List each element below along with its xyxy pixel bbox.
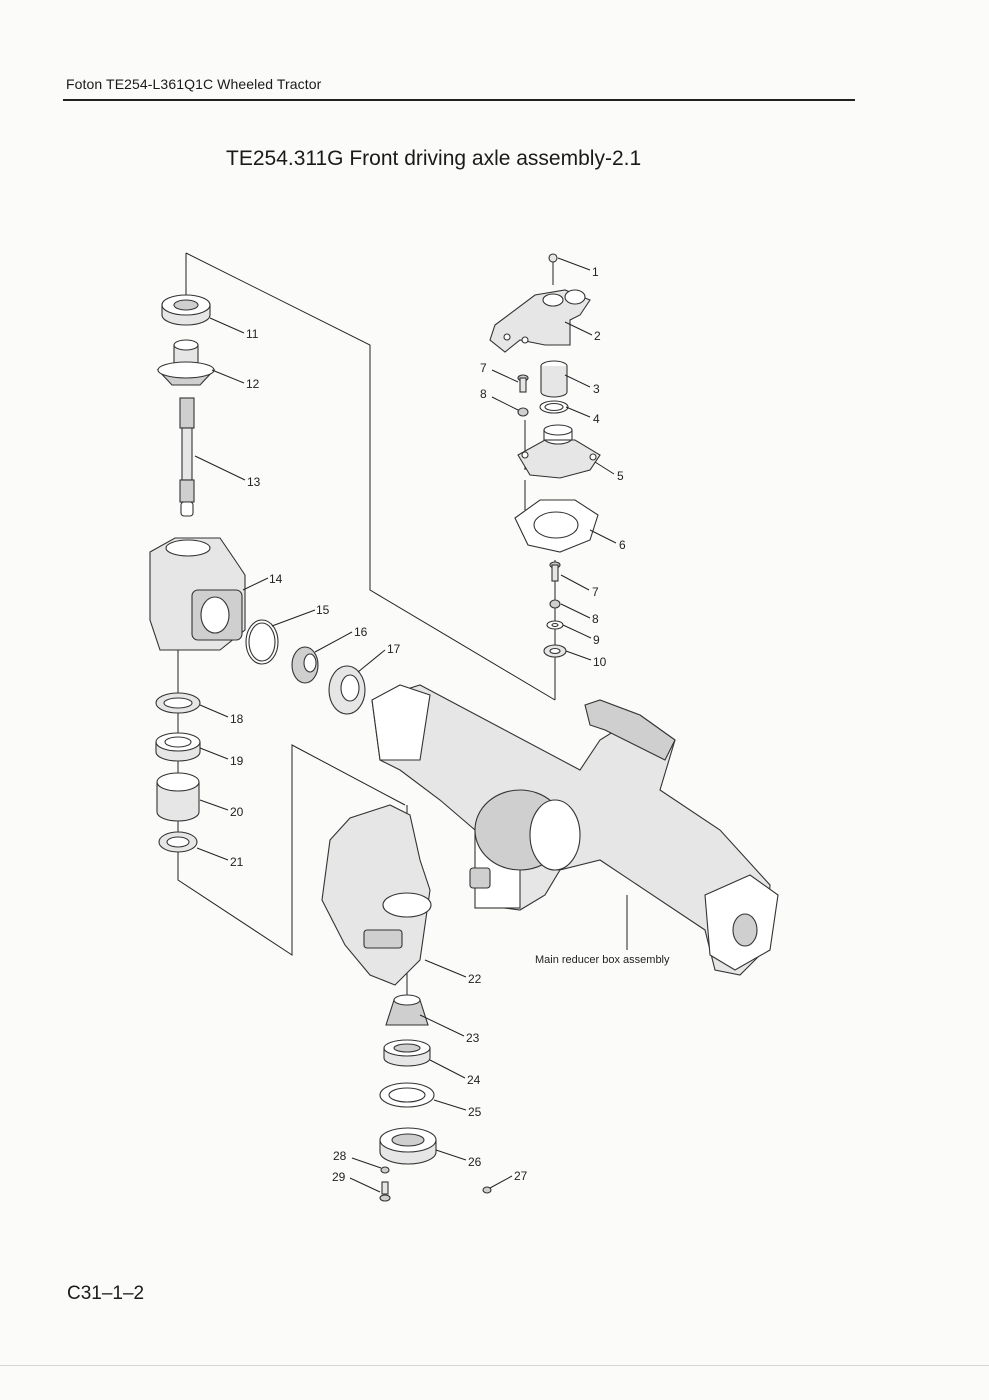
part-15-o-ring [245,619,279,665]
header-rule [63,99,855,101]
part-20-sleeve [156,772,200,822]
part-26-cover [379,1127,437,1165]
part-4-seal-ring [539,400,569,414]
part-25-gasket [379,1082,435,1108]
callout-14: 14 [269,572,283,586]
callout-24: 24 [467,1073,481,1087]
part-5-kingpin-cap [517,424,601,479]
main-reducer-label: Main reducer box assembly [535,954,670,966]
part-6-gasket [514,499,599,553]
callout-25: 25 [468,1105,482,1119]
bottom-rule [0,1365,989,1366]
part-18-seal [155,692,201,714]
callout-8-lower: 8 [592,612,599,626]
callout-15: 15 [316,603,330,617]
leader-lines [194,257,617,1193]
part-19-bearing [155,732,201,762]
part-1-bolt [548,253,558,285]
part-12-bevel-gear [156,339,216,386]
callout-26: 26 [468,1155,482,1169]
callout-13: 13 [247,475,261,489]
callout-1: 1 [592,265,599,279]
callout-12: 12 [246,377,260,391]
part-8-washer-upper [517,407,529,417]
part-3-bushing [540,360,568,398]
axle-housing [371,684,779,976]
diagram-title: TE254.311G Front driving axle assembly-2… [226,147,642,170]
callout-20: 20 [230,805,244,819]
part-2-steering-arm [489,289,591,353]
callout-17: 17 [387,642,401,656]
callout-7-upper: 7 [480,361,487,375]
part-9-washer [546,620,564,630]
part-27-screw [482,1186,492,1194]
part-11-bearing [161,294,211,326]
callout-18: 18 [230,712,244,726]
callout-7-lower: 7 [592,585,599,599]
part-17-bearing [328,665,366,715]
callout-5: 5 [617,469,624,483]
part-7-bolt-upper [517,374,529,393]
callout-22: 22 [468,972,482,986]
part-16-gear [291,646,319,684]
callout-2: 2 [594,329,601,343]
callout-29: 29 [332,1170,346,1184]
part-29-bolt [379,1181,391,1202]
part-13-shaft [179,397,195,517]
part-24-bearing [383,1039,431,1067]
callout-10: 10 [593,655,607,669]
document-header: Foton TE254-L361Q1C Wheeled Tractor [66,76,322,92]
callout-4: 4 [593,412,600,426]
callout-6: 6 [619,538,626,552]
part-23-bevel-gear [385,994,429,1026]
part-10-seal [543,644,567,658]
callout-3: 3 [593,382,600,396]
part-21-seal [158,831,198,853]
callout-numbers: 1 2 3 4 5 6 7 8 9 10 7 8 11 12 13 14 15 … [230,265,670,1184]
callout-19: 19 [230,754,244,768]
callout-28: 28 [333,1149,347,1163]
part-22-wheel-hub-housing [321,804,432,986]
callout-16: 16 [354,625,368,639]
callout-21: 21 [230,855,244,869]
callout-27: 27 [514,1169,528,1183]
part-8-nut [549,599,561,609]
callout-11: 11 [246,327,259,341]
callout-8-upper: 8 [480,387,487,401]
page-code: C31–1–2 [67,1283,145,1304]
part-14-knuckle-housing [149,537,246,651]
part-28-washer [380,1166,390,1174]
callout-9: 9 [593,633,600,647]
part-7-bolt-lower [549,561,561,582]
callout-23: 23 [466,1031,480,1045]
